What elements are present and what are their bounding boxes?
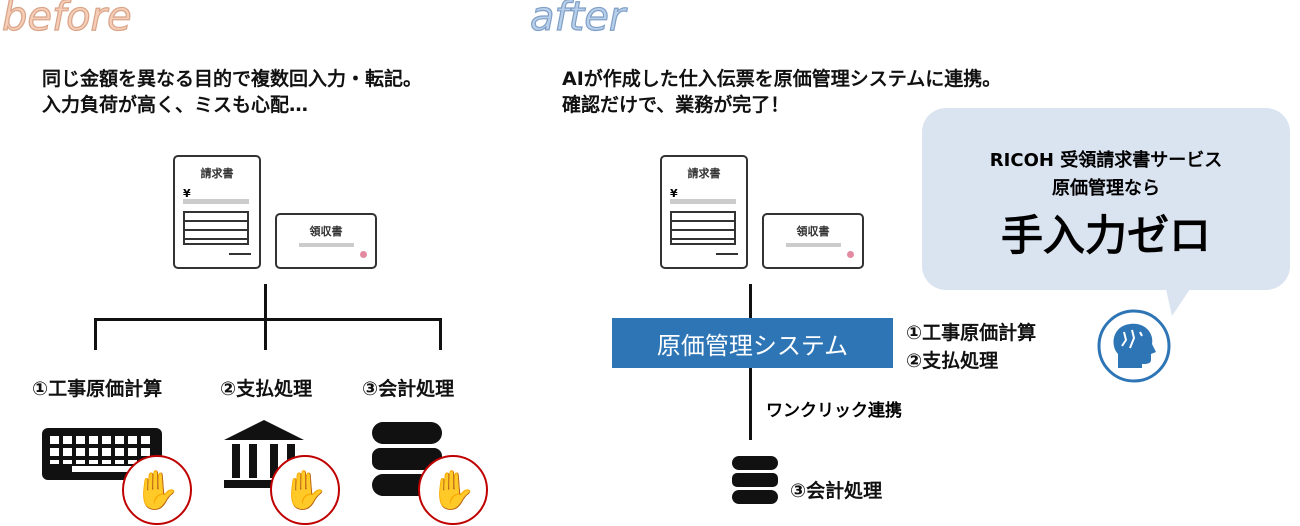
connector-line (439, 318, 442, 350)
task-label: ①工事原価計算 (32, 378, 163, 400)
bubble-line: RICOH 受領請求書サービス (989, 150, 1223, 171)
receipt-document-icon: 領収書 (762, 213, 864, 269)
system-task-label: ①工事原価計算 (906, 322, 1037, 344)
cost-management-system-box: 原価管理システム (612, 318, 893, 368)
connector-line (749, 284, 752, 320)
invoice-label: 請求書 (200, 167, 234, 180)
keyboard-icon (42, 428, 162, 480)
invoice-label: 請求書 (687, 167, 721, 180)
before-desc-line: 同じ金額を異なる目的で複数回入力・転記。 (42, 68, 423, 90)
connector-line (749, 368, 752, 440)
after-desc-line: AIが作成した仕入伝票を原価管理システムに連携。 (562, 68, 1002, 90)
connector-line (94, 318, 442, 321)
speech-bubble: RICOH 受領請求書サービス 原価管理なら 手入力ゼロ (922, 108, 1290, 290)
stop-hand-icon: ✋ (418, 455, 488, 525)
receipt-label: 領収書 (796, 225, 830, 238)
system-task-label: ②支払処理 (906, 350, 999, 372)
bubble-headline: 手入力ゼロ (1000, 211, 1211, 260)
connector-line (264, 284, 267, 350)
after-title: after (529, 0, 626, 41)
stop-hand-icon: ✋ (122, 455, 192, 525)
ai-head-icon (1097, 309, 1171, 383)
after-description: AIが作成した仕入伝票を原価管理システムに連携。 確認だけで、業務が完了！ (562, 66, 1001, 118)
task-label: ②支払処理 (220, 378, 313, 400)
after-desc-line: 確認だけで、業務が完了！ (562, 94, 790, 116)
connector-line (94, 318, 97, 350)
invoice-document-icon: 請求書 ¥ (173, 155, 261, 269)
yen-label: ¥ (670, 187, 678, 200)
one-click-link-label: ワンクリック連携 (766, 401, 902, 421)
stop-hand-icon: ✋ (270, 455, 340, 525)
bubble-line: 原価管理なら (1052, 178, 1160, 199)
database-icon (372, 422, 442, 496)
task-label: ③会計処理 (362, 378, 455, 400)
database-icon (732, 456, 778, 504)
invoice-document-icon: 請求書 ¥ (660, 155, 748, 269)
receipt-document-icon: 領収書 (275, 213, 377, 269)
before-description: 同じ金額を異なる目的で複数回入力・転記。 入力負荷が高く、ミスも心配… (42, 66, 422, 118)
receipt-label: 領収書 (309, 225, 343, 238)
yen-label: ¥ (183, 187, 191, 200)
before-desc-line: 入力負荷が高く、ミスも心配… (42, 94, 309, 116)
before-title: before (1, 0, 132, 41)
final-task-label: ③会計処理 (790, 480, 883, 502)
